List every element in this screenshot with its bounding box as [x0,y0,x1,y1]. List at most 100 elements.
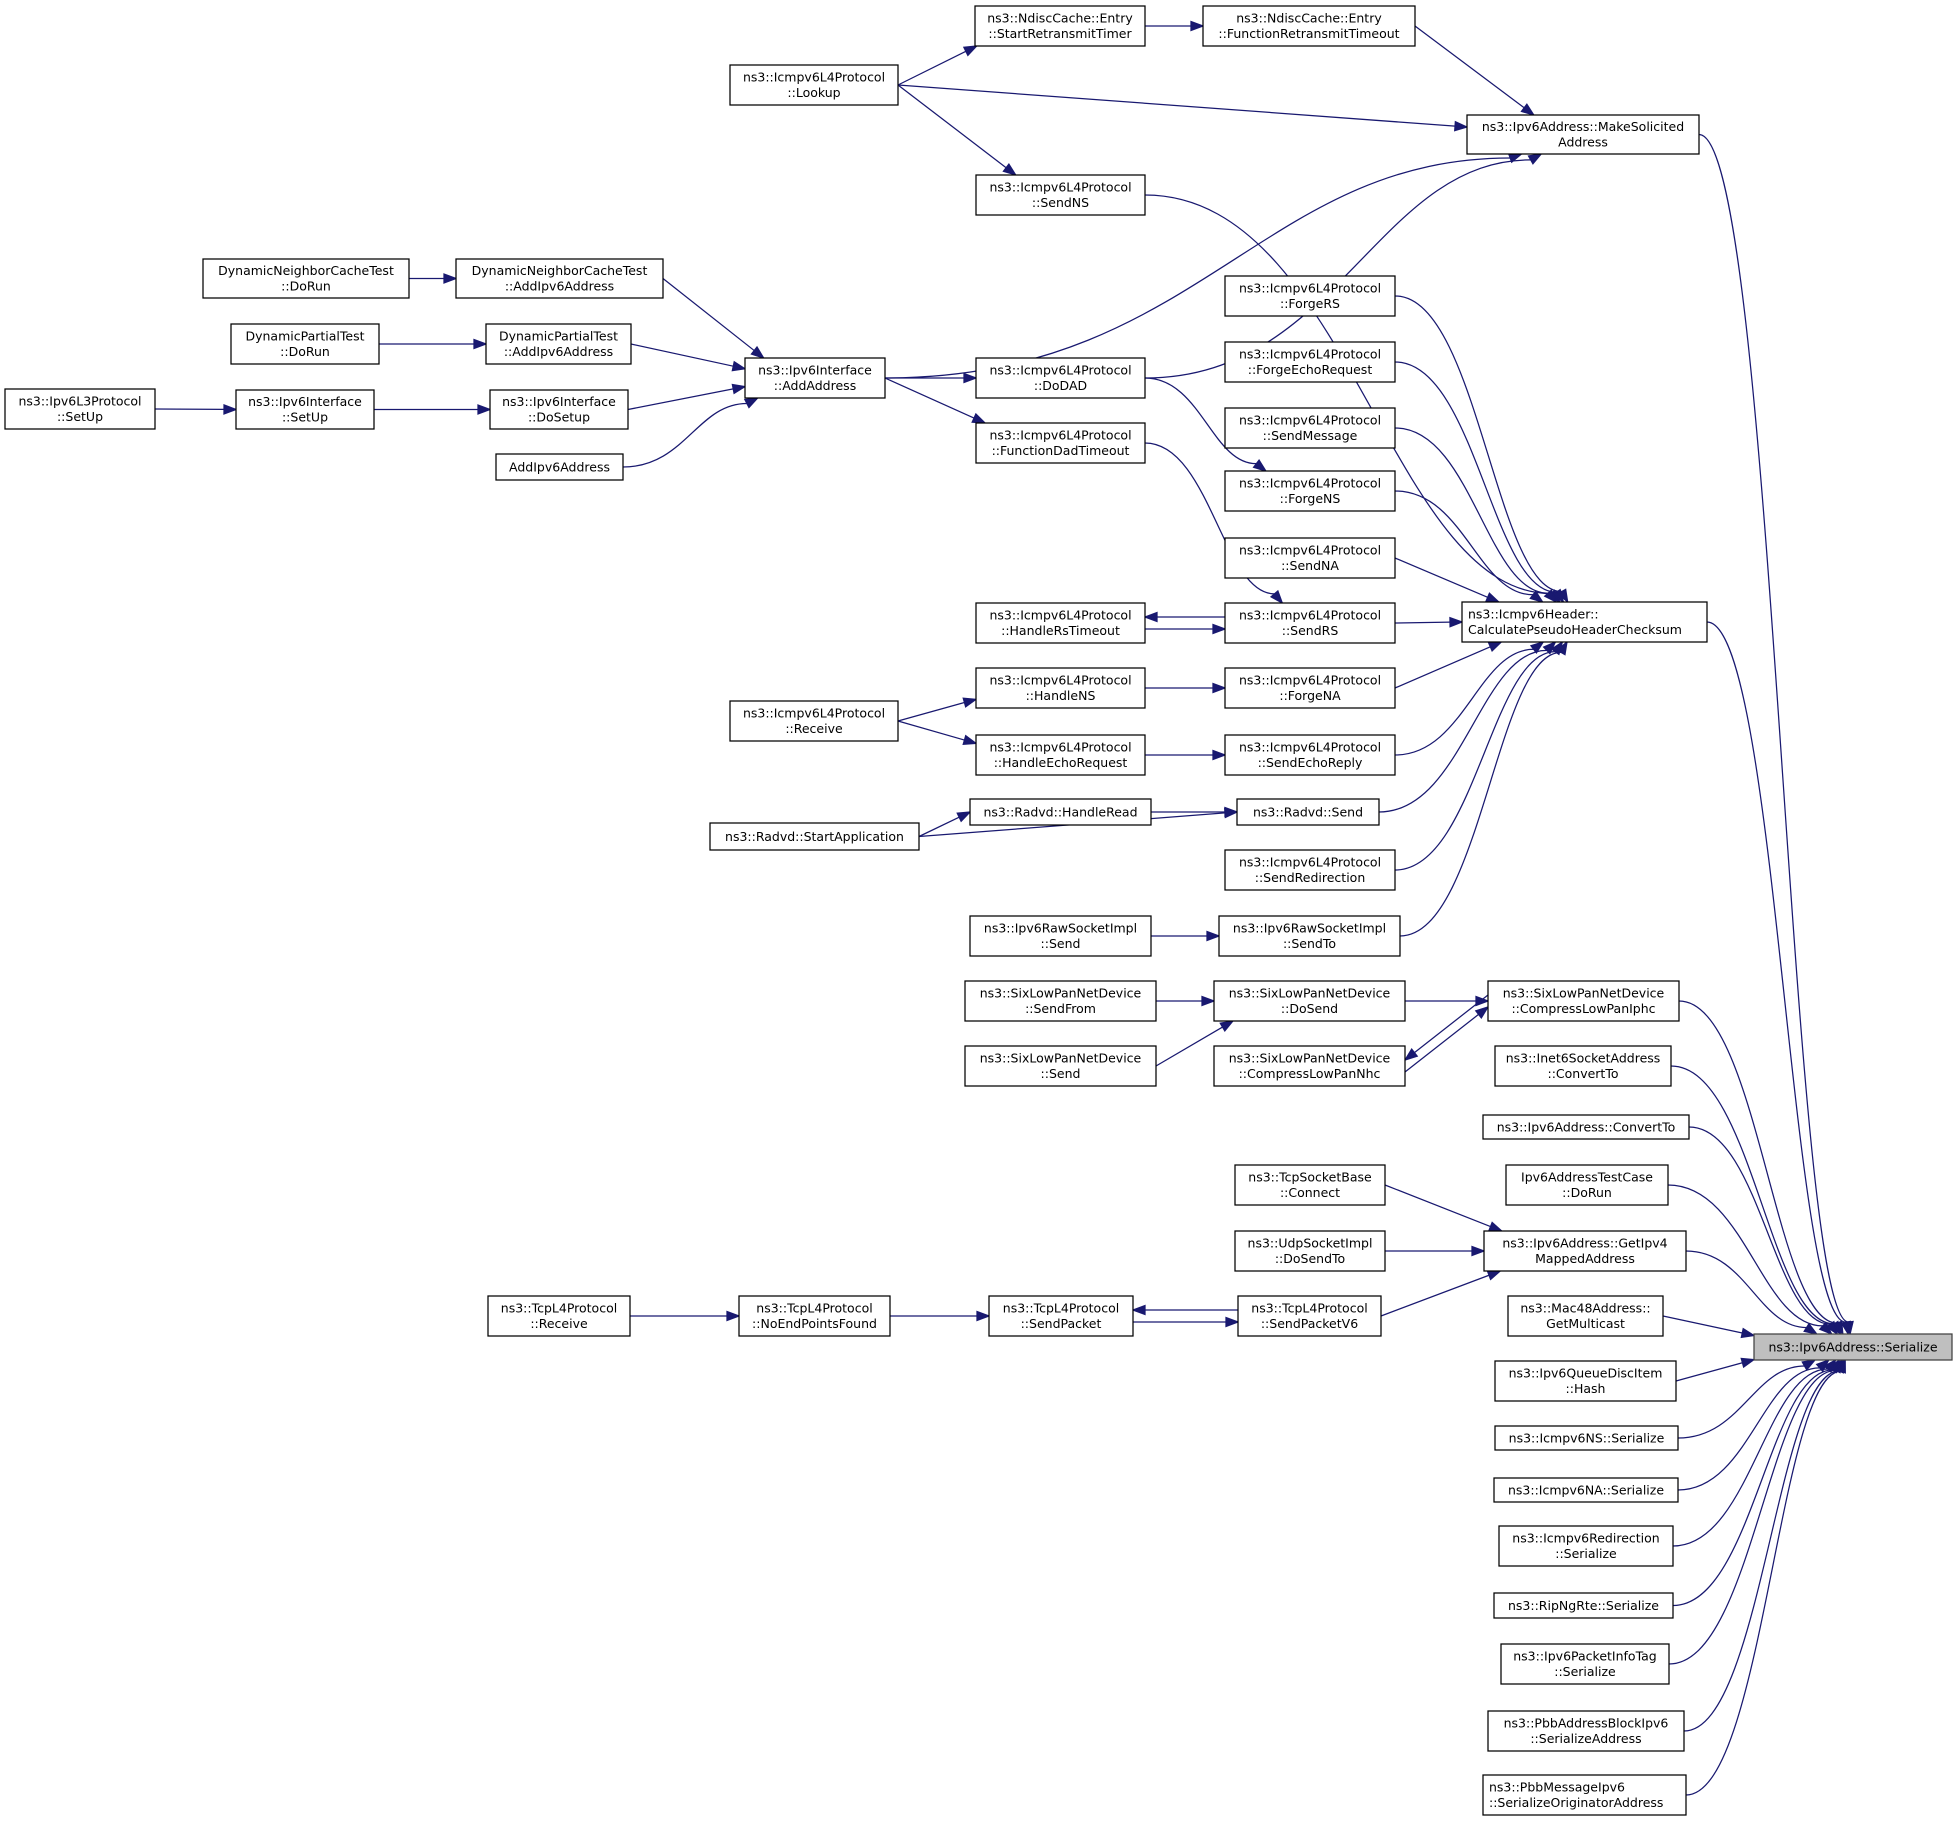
edge-dnct-do-run-to-dnct-add [409,273,458,284]
node-send-redirection[interactable]: ns3::Icmpv6L4Protocol::SendRedirection [1224,849,1396,891]
node-receive[interactable]: ns3::Icmpv6L4Protocol::Receive [729,700,899,742]
node-tcp-connect[interactable]: ns3::TcpSocketBase::Connect [1234,1164,1386,1206]
node-slp-do-send[interactable]: ns3::SixLowPanNetDevice::DoSend [1213,980,1406,1022]
node-na-serialize[interactable]: ns3::Icmpv6NA::Serialize [1493,1477,1679,1503]
edge-tcp-connect-to-get-ipv4-mapped [1384,1184,1504,1232]
node-lookup[interactable]: ns3::Icmpv6L4Protocol::Lookup [729,64,899,106]
node-box [1498,1525,1674,1567]
node-send-rs[interactable]: ns3::Icmpv6L4Protocol::SendRS [1224,602,1396,644]
node-send-message[interactable]: ns3::Icmpv6L4Protocol::SendMessage [1224,407,1396,449]
node-label-line: ns3::Ipv6Address::MakeSolicited [1482,119,1684,134]
node-box [1487,980,1680,1022]
edge-line [1698,133,1849,1323]
node-label-line: ::Send [1041,936,1081,951]
node-forge-na[interactable]: ns3::Icmpv6L4Protocol::ForgeNA [1224,667,1396,709]
arrowhead-icon [1212,623,1227,635]
node-label-line: ns3::Icmpv6L4Protocol [1239,855,1381,870]
arrowhead-icon [1529,590,1545,604]
node-box [489,389,629,430]
edge-radvd-send-to-checksum [1378,640,1557,813]
edge-line [884,377,975,419]
node-label-line: ns3::NdiscCache::Entry [987,11,1133,26]
edge-add-address-to-do-dad [885,372,978,384]
node-l3-set-up[interactable]: ns3::Ipv6L3Protocol::SetUp [4,388,156,430]
node-add-ipv6[interactable]: AddIpv6Address [495,453,624,481]
node-dpt-do-run[interactable]: DynamicPartialTest::DoRun [230,323,380,365]
node-send-ns[interactable]: ns3::Icmpv6L4Protocol::SendNS [975,174,1146,216]
node-ipv6-test-do-run[interactable]: Ipv6AddressTestCase::DoRun [1505,1164,1669,1206]
node-slp-send[interactable]: ns3::SixLowPanNetDevice::Send [964,1045,1157,1087]
node-queue-hash[interactable]: ns3::Ipv6QueueDiscItem::Hash [1494,1360,1677,1402]
arrowhead-icon [1520,103,1536,117]
node-ns-serialize[interactable]: ns3::Icmpv6NS::Serialize [1494,1425,1679,1451]
node-forge-echo[interactable]: ns3::Icmpv6L4Protocol::ForgeEchoRequest [1224,341,1396,383]
edge-func-retransmit-to-make-solicited [1414,25,1536,117]
edge-line [1394,648,1534,756]
edge-line [1144,377,1257,465]
node-handle-ns[interactable]: ns3::Icmpv6L4Protocol::HandleNS [975,667,1146,709]
edge-line [1144,442,1275,595]
node-label-line: ns3::Radvd::HandleRead [983,804,1137,819]
node-label-line: ::SendNS [1032,195,1089,210]
node-dnct-add[interactable]: DynamicNeighborCacheTest::AddIpv6Address [455,258,664,299]
node-func-dad[interactable]: ns3::Icmpv6L4Protocol::FunctionDadTimeou… [975,422,1146,464]
node-mac48-multicast[interactable]: ns3::Mac48Address::GetMulticast [1507,1295,1664,1337]
node-start-retransmit[interactable]: ns3::NdiscCache::Entry::StartRetransmitT… [974,5,1146,47]
node-checksum[interactable]: ns3::Icmpv6Header::CalculatePseudoHeader… [1461,601,1708,643]
node-radvd-handle-read[interactable]: ns3::Radvd::HandleRead [969,798,1152,826]
node-label-line: ::ForgeEchoRequest [1248,362,1373,377]
node-send-packet-v6[interactable]: ns3::TcpL4Protocol::SendPacketV6 [1237,1295,1382,1337]
node-tcp-receive[interactable]: ns3::TcpL4Protocol::Receive [487,1295,631,1337]
node-radvd-send[interactable]: ns3::Radvd::Send [1236,798,1380,826]
node-raw-send-to[interactable]: ns3::Ipv6RawSocketImpl::SendTo [1218,915,1401,957]
node-slp-nhc[interactable]: ns3::SixLowPanNetDevice::CompressLowPanN… [1213,1045,1406,1087]
node-ipv6-convert-to[interactable]: ns3::Ipv6Address::ConvertTo [1482,1114,1690,1140]
node-func-retransmit[interactable]: ns3::NdiscCache::Entry::FunctionRetransm… [1202,5,1416,47]
node-handle-echo[interactable]: ns3::Icmpv6L4Protocol::HandleEchoRequest [975,734,1146,776]
node-do-dad[interactable]: ns3::Icmpv6L4Protocol::DoDAD [975,357,1146,399]
node-rip-serialize[interactable]: ns3::RipNgRte::Serialize [1493,1592,1674,1619]
edge-send-echo-reply-to-checksum [1394,640,1545,756]
node-udp-do-send-to[interactable]: ns3::UdpSocketImpl::DoSendTo [1234,1230,1386,1272]
arrowhead-icon [726,1310,741,1322]
node-radvd-start[interactable]: ns3::Radvd::StartApplication [709,822,920,851]
node-inet6-convert-to[interactable]: ns3::Inet6SocketAddress::ConvertTo [1494,1045,1672,1087]
node-pkt-info-serialize[interactable]: ns3::Ipv6PacketInfoTag::Serialize [1500,1643,1670,1685]
node-pbb-addr-serialize[interactable]: ns3::PbbAddressBlockIpv6::SerializeAddre… [1487,1710,1685,1752]
node-forge-ns[interactable]: ns3::Icmpv6L4Protocol::ForgeNS [1224,470,1396,512]
node-label-line: ns3::Ipv6QueueDiscItem [1509,1366,1663,1381]
node-dnct-do-run[interactable]: DynamicNeighborCacheTest::DoRun [202,258,410,299]
node-dpt-add[interactable]: DynamicPartialTest::AddIpv6Address [485,323,632,365]
target-node-serialize[interactable]: ns3::Ipv6Address::Serialize [1753,1333,1953,1361]
arrowhead-icon [1403,1047,1419,1062]
node-if-do-setup[interactable]: ns3::Ipv6Interface::DoSetup [489,389,629,430]
node-label-line: ns3::Icmpv6L4Protocol [1239,476,1381,491]
node-if-set-up[interactable]: ns3::Ipv6Interface::SetUp [235,389,375,430]
edge-line [1675,1362,1743,1382]
node-box [1213,980,1406,1022]
node-handle-rs-timeout[interactable]: ns3::Icmpv6L4Protocol::HandleRsTimeout [975,602,1146,644]
node-label-line: ns3::TcpSocketBase [1248,1170,1372,1185]
node-box [975,602,1146,644]
node-add-address[interactable]: ns3::Ipv6Interface::AddAddress [744,357,886,399]
node-label-line: ::DoRun [281,279,331,294]
node-label-line: ::NoEndPointsFound [752,1316,877,1331]
node-no-end-points[interactable]: ns3::TcpL4Protocol::NoEndPointsFound [738,1295,891,1337]
edge-line [1414,25,1525,109]
node-send-packet[interactable]: ns3::TcpL4Protocol::SendPacket [988,1295,1134,1337]
arrowhead-icon [473,338,488,350]
node-label-line: ns3::Icmpv6L4Protocol [989,428,1131,443]
node-raw-send[interactable]: ns3::Ipv6RawSocketImpl::Send [969,915,1152,957]
node-label-line: ::SendMessage [1263,428,1358,443]
node-label-line: ns3::Ipv6Interface [248,394,362,409]
node-pbb-msg-serialize[interactable]: ns3::PbbMessageIpv6::SerializeOriginator… [1482,1774,1687,1816]
node-redir-serialize[interactable]: ns3::Icmpv6Redirection::Serialize [1498,1525,1674,1567]
node-forge-rs[interactable]: ns3::Icmpv6L4Protocol::ForgeRS [1224,275,1396,317]
node-send-echo-reply[interactable]: ns3::Icmpv6L4Protocol::SendEchoReply [1224,734,1396,776]
node-slp-send-from[interactable]: ns3::SixLowPanNetDevice::SendFrom [964,980,1157,1022]
node-slp-iphc[interactable]: ns3::SixLowPanNetDevice::CompressLowPanI… [1487,980,1680,1022]
edge-line [1378,649,1547,813]
node-send-na[interactable]: ns3::Icmpv6L4Protocol::SendNA [1224,537,1396,579]
